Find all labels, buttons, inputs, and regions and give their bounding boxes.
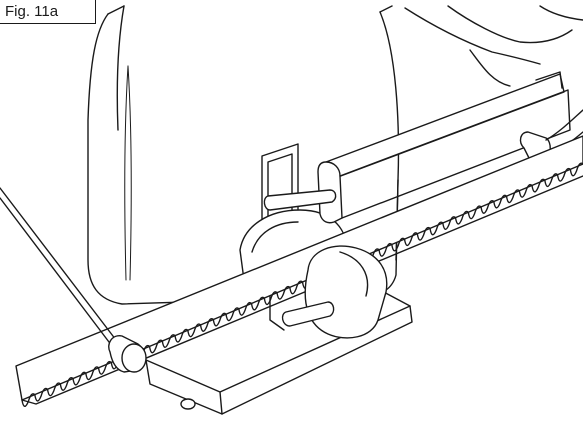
figure-label-box: Fig. 11a <box>0 0 96 24</box>
base-plate <box>145 289 413 415</box>
rack-stop-block <box>317 71 571 224</box>
pinion-bushing <box>269 245 388 339</box>
bracket-bolt <box>263 189 337 211</box>
hand-outline <box>404 5 583 87</box>
screwdriver <box>0 187 147 373</box>
gear-rack <box>15 135 583 408</box>
figure-label: Fig. 11a <box>5 3 59 20</box>
